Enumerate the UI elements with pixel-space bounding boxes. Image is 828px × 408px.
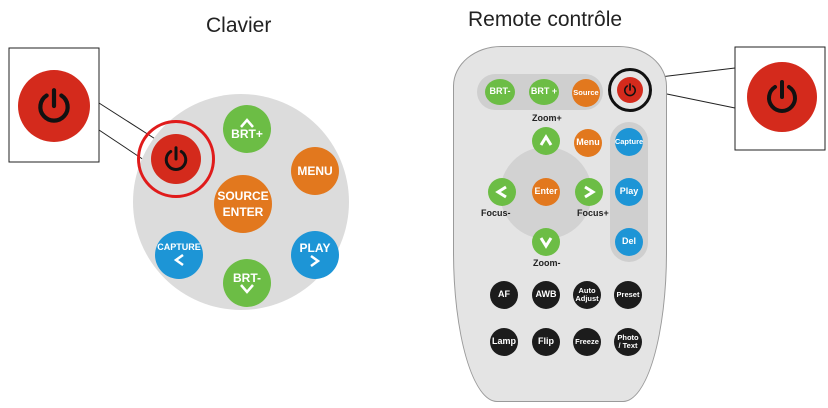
keypad-brt-plus-button[interactable]: BRT+ (223, 105, 271, 153)
keypad-source-label: SOURCE (217, 188, 269, 203)
remote-del-button[interactable]: Del (615, 228, 643, 256)
keypad-source-enter-button[interactable]: SOURCE ENTER (214, 175, 272, 233)
remote-zoom-plus-label: Zoom+ (532, 113, 562, 123)
remote-menu-button[interactable]: Menu (574, 129, 602, 157)
keypad-zoom-power-button (18, 70, 90, 142)
remote-menu-label: Menu (576, 137, 600, 148)
remote-auto-adjust-button[interactable]: Auto Adjust (573, 281, 601, 309)
arrow-right-icon (310, 255, 321, 268)
arrow-down-icon (240, 284, 254, 295)
remote-adjust-label: Adjust (575, 294, 599, 303)
remote-power-highlight (608, 68, 652, 112)
remote-play-label: Play (619, 186, 639, 197)
remote-callout-line-top (659, 67, 736, 78)
keypad-brt-plus-label: BRT+ (231, 126, 263, 141)
arrow-down-icon (539, 237, 553, 249)
remote-brt-plus-label: BRT + (530, 86, 558, 97)
remote-callout-line-bottom (661, 92, 736, 109)
keypad-title: Clavier (206, 14, 272, 37)
remote-focus-minus-label: Focus- (481, 208, 511, 218)
remote-play-button[interactable]: Play (615, 178, 643, 206)
power-icon (164, 146, 188, 171)
remote-text-label: / Text (618, 341, 638, 350)
remote-enter-button[interactable]: Enter (532, 178, 560, 206)
remote-enter-label: Enter (534, 186, 558, 197)
remote-lamp-button[interactable]: Lamp (490, 328, 518, 356)
keypad-capture-button[interactable]: CAPTURE (155, 231, 203, 279)
arrow-up-icon (539, 134, 553, 146)
remote-freeze-label: Freeze (575, 337, 599, 347)
remote-zoom-plus-button[interactable] (532, 127, 560, 155)
remote-flip-label: Flip (538, 336, 554, 347)
remote-brt-plus-button[interactable]: BRT + (529, 79, 559, 105)
arrow-up-icon (240, 117, 254, 128)
arrow-right-icon (584, 185, 596, 199)
remote-awb-label: AWB (535, 289, 557, 300)
remote-del-label: Del (621, 236, 636, 247)
keypad-power-highlight (137, 120, 215, 198)
remote-zoom-power-button (747, 62, 817, 132)
remote-power-button[interactable] (617, 77, 643, 103)
remote-focus-minus-button[interactable] (488, 178, 516, 206)
remote-flip-button[interactable]: Flip (532, 328, 560, 356)
remote-photo-text-button[interactable]: Photo / Text (614, 328, 642, 356)
remote-photo-label: Photo (617, 333, 639, 343)
power-icon (38, 88, 70, 123)
remote-zoom-minus-button[interactable] (532, 228, 560, 256)
remote-af-button[interactable]: AF (490, 281, 518, 309)
keypad-play-label: PLAY (299, 240, 331, 255)
arrow-left-icon (173, 253, 184, 266)
keypad-brt-minus-label: BRT- (233, 270, 261, 285)
keypad-enter-label: ENTER (222, 204, 264, 219)
remote-awb-button[interactable]: AWB (532, 281, 560, 309)
keypad-power-button[interactable] (151, 134, 201, 184)
remote-zoom-minus-label: Zoom- (533, 258, 561, 268)
remote-capture-button[interactable]: Capture (615, 128, 643, 156)
keypad-menu-label: MENU (297, 163, 333, 178)
power-icon (767, 80, 797, 113)
remote-brt-minus-button[interactable]: BRT- (485, 79, 515, 105)
power-icon (624, 83, 636, 97)
remote-source-label: Source (573, 88, 599, 98)
remote-preset-label: Preset (616, 290, 640, 300)
keypad-play-button[interactable]: PLAY (291, 231, 339, 279)
remote-focus-plus-label: Focus+ (577, 208, 609, 218)
remote-freeze-button[interactable]: Freeze (573, 328, 601, 356)
remote-preset-button[interactable]: Preset (614, 281, 642, 309)
remote-source-button[interactable]: Source (572, 79, 600, 107)
remote-title: Remote contrôle (468, 8, 623, 31)
remote-capture-label: Capture (614, 137, 644, 147)
keypad-menu-button[interactable]: MENU (291, 147, 339, 195)
remote-auto-label: Auto (578, 286, 596, 296)
remote-focus-plus-button[interactable] (575, 178, 603, 206)
keypad-brt-minus-button[interactable]: BRT- (223, 259, 271, 307)
remote-brt-minus-label: BRT- (489, 86, 511, 97)
arrow-left-icon (495, 185, 507, 199)
remote-af-label: AF (498, 289, 510, 300)
remote-lamp-label: Lamp (491, 336, 516, 347)
keypad-capture-label: CAPTURE (157, 242, 201, 253)
